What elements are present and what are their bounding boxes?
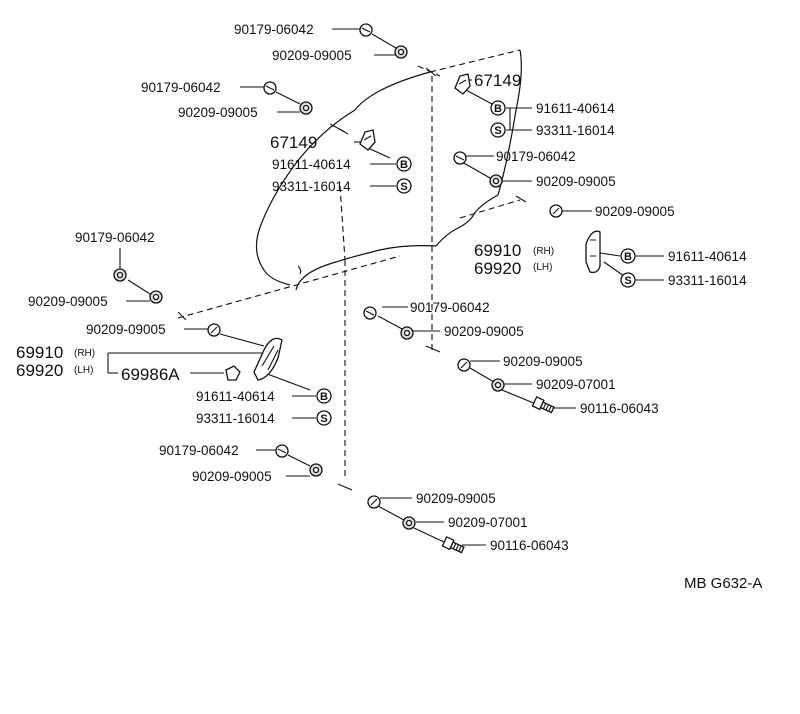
part-label: 90179-06042 — [410, 300, 490, 315]
diagram-reference: MB G632-A — [684, 575, 762, 592]
clip-parts — [359, 73, 471, 151]
bolt-parts — [441, 396, 555, 554]
part-label: 90209-09005 — [86, 322, 166, 337]
part-label: 90209-09005 — [178, 105, 258, 120]
svg-text:S: S — [494, 125, 501, 137]
part-label: 93311-16014 — [536, 123, 615, 138]
part-label: 90179-06042 — [496, 149, 576, 164]
leader-lines — [107, 28, 664, 546]
part-label: 90209-09005 — [536, 174, 616, 189]
bracket-parts — [225, 230, 601, 381]
part-label: 90209-09005 — [416, 491, 496, 506]
part-label: 93311-16014 — [196, 411, 275, 426]
part-label: 90179-06042 — [75, 230, 155, 245]
part-label: (LH) — [74, 365, 93, 376]
svg-text:B: B — [400, 159, 408, 171]
part-label: 91611-40614 — [536, 101, 615, 116]
symbol-markers: B S B S B S B S — [316, 100, 636, 426]
part-label: 91611-40614 — [196, 389, 275, 404]
svg-text:S: S — [400, 181, 407, 193]
part-label: 91611-40614 — [272, 157, 351, 172]
part-label: 69910 — [16, 343, 63, 362]
part-label: 93311-16014 — [668, 273, 747, 288]
part-labels: 90179-06042 90209-09005 90179-06042 9020… — [16, 22, 762, 592]
part-label: 90209-09005 — [192, 469, 272, 484]
part-label: (RH) — [533, 246, 554, 257]
svg-text:B: B — [494, 103, 502, 115]
part-label: 69920 — [16, 361, 63, 380]
part-label: 90209-07001 — [448, 515, 528, 530]
part-label: 90179-06042 — [234, 22, 314, 37]
guide-lines — [177, 65, 527, 491]
part-label: 69910 — [474, 241, 521, 260]
part-label: 90116-06043 — [490, 538, 569, 553]
svg-text:B: B — [320, 391, 328, 403]
part-label: 69920 — [474, 259, 521, 278]
washer-parts — [113, 23, 563, 530]
part-label: 90209-09005 — [503, 354, 583, 369]
svg-text:B: B — [624, 251, 632, 263]
part-label: 90209-09005 — [272, 48, 352, 63]
part-label: 91611-40614 — [668, 249, 747, 264]
svg-text:S: S — [320, 413, 327, 425]
part-label: 67149 — [474, 71, 521, 90]
part-label: 90179-06042 — [159, 443, 239, 458]
part-label: 90179-06042 — [141, 80, 221, 95]
part-label: 67149 — [270, 133, 317, 152]
part-label: 90116-06043 — [580, 401, 659, 416]
part-label: (RH) — [74, 348, 95, 359]
svg-text:S: S — [624, 275, 631, 287]
door-glass-outline — [255, 49, 522, 291]
part-label: 90209-09005 — [28, 294, 108, 309]
part-label: 93311-16014 — [272, 179, 351, 194]
part-label: 69986A — [121, 365, 180, 384]
part-label: 90209-09005 — [444, 324, 524, 339]
part-label: (LH) — [533, 262, 552, 273]
part-label: 90209-09005 — [595, 204, 675, 219]
part-label: 90209-07001 — [536, 377, 616, 392]
